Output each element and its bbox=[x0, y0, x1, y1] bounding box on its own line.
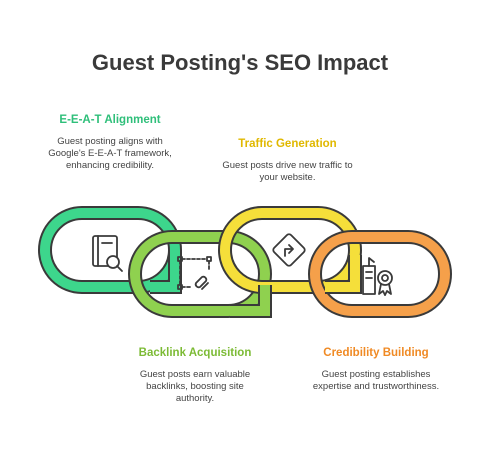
credibility-description: Guest posting establishes expertise and … bbox=[312, 369, 440, 392]
backlink-heading: Backlink Acquisition bbox=[138, 347, 252, 359]
credibility-text-block: Credibility Building Guest posting estab… bbox=[306, 347, 446, 393]
eeat-heading: E-E-A-T Alignment bbox=[59, 114, 161, 126]
interlock-eeat-backlink bbox=[150, 250, 182, 294]
award-badge-icon bbox=[362, 257, 393, 296]
book-search-icon bbox=[92, 235, 123, 272]
backlink-text-block: Backlink Acquisition Guest posts earn va… bbox=[130, 347, 260, 405]
backlink-description: Guest posts earn valuable backlinks, boo… bbox=[139, 369, 251, 404]
chain-link-traffic bbox=[218, 206, 362, 294]
chain-link-eeat bbox=[38, 206, 182, 294]
interlock-backlink-traffic bbox=[230, 285, 272, 318]
chain-link-credibility bbox=[308, 230, 452, 318]
page-title: Guest Posting's SEO Impact bbox=[91, 50, 389, 75]
traffic-text-block: Traffic Generation Guest posts drive new… bbox=[220, 138, 355, 184]
interlock-traffic-credibility bbox=[325, 255, 362, 294]
chain-link-backlink bbox=[128, 230, 272, 318]
link-icon bbox=[177, 256, 212, 290]
traffic-heading: Traffic Generation bbox=[238, 138, 337, 150]
credibility-heading: Credibility Building bbox=[323, 347, 429, 359]
eeat-text-block: E-E-A-T Alignment Guest posting aligns w… bbox=[45, 114, 175, 172]
traffic-description: Guest posts drive new traffic to your we… bbox=[222, 160, 353, 183]
eeat-description: Guest posting aligns with Google's E-E-A… bbox=[48, 136, 172, 171]
directions-sign-icon bbox=[272, 233, 306, 267]
